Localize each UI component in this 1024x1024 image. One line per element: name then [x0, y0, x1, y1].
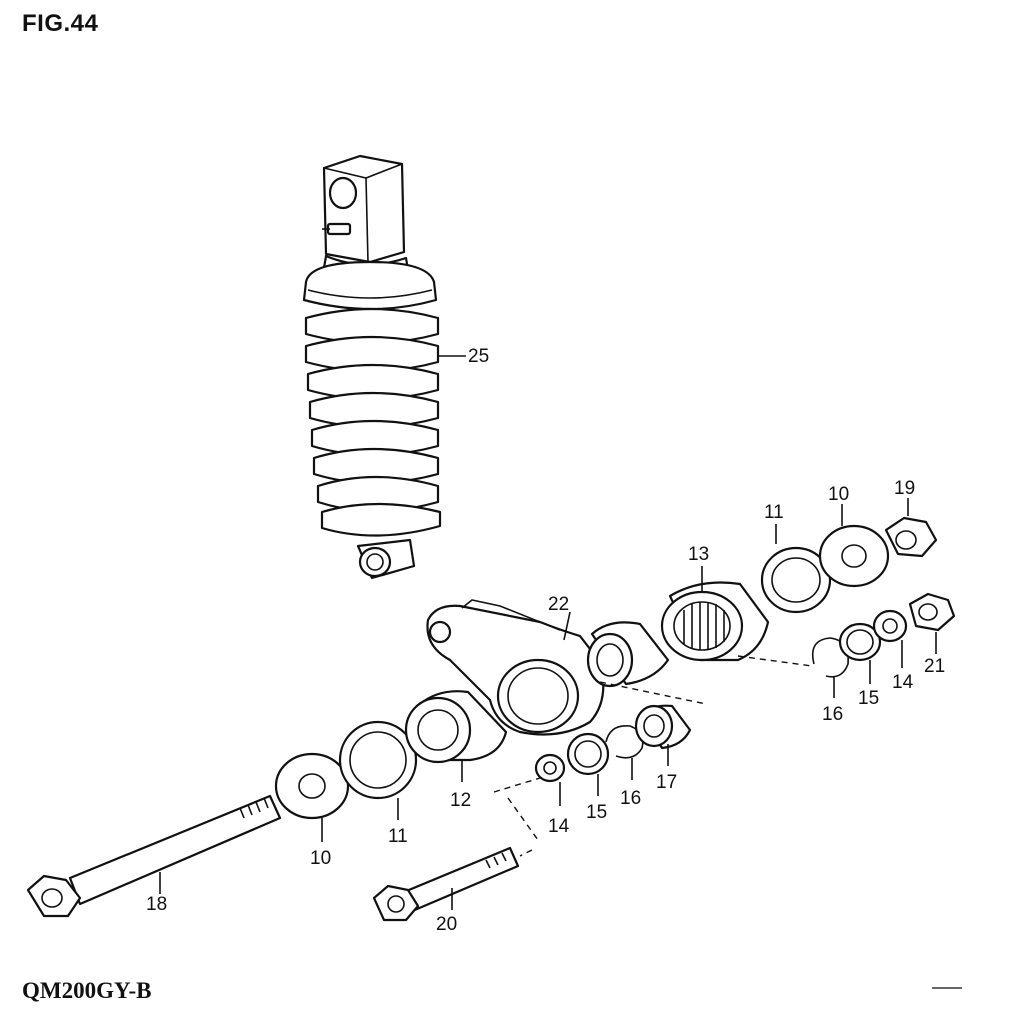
callout-20: 20 [436, 914, 457, 935]
part-18-long-bolt [26, 794, 282, 918]
part-17-bearing [634, 704, 692, 766]
callout-15-right: 15 [858, 688, 879, 709]
part-22-linkage-arm [426, 599, 605, 736]
callout-17: 17 [656, 772, 677, 793]
part-15-seal-right [838, 622, 882, 684]
part-11-oil-seal-lower [338, 720, 418, 820]
part-10-washer-upper [818, 504, 890, 588]
model-code: QM200GY-B [22, 978, 152, 1003]
part-10-washer-lower [274, 752, 350, 842]
callout-10-lower: 10 [310, 848, 331, 869]
assembly-center-lines [493, 655, 813, 857]
callout-12: 12 [450, 790, 471, 811]
callout-14-right: 14 [892, 672, 914, 693]
callout-10-upper: 10 [828, 484, 849, 505]
part-21-nut [908, 592, 956, 654]
part-11-oil-seal-upper [760, 524, 832, 614]
callout-14-lower: 14 [548, 816, 570, 837]
part-13-needle-bearing [660, 566, 770, 662]
callout-19: 19 [894, 478, 915, 499]
callout-16-lower: 16 [620, 788, 641, 809]
callout-11-upper: 11 [764, 502, 784, 523]
callout-21: 21 [924, 656, 945, 677]
callout-18: 18 [146, 894, 167, 915]
callout-13: 13 [688, 544, 709, 565]
part-12-spacer-bushing [404, 690, 508, 782]
page-mark [932, 987, 962, 989]
callout-16-right: 16 [822, 704, 843, 725]
part-14-collar-lower [534, 753, 566, 806]
part-19-flange-nut [884, 498, 938, 558]
part-25-rear-shock-absorber [302, 154, 466, 580]
part-15-seal-lower [566, 732, 610, 796]
figure-title: FIG.44 [22, 10, 99, 37]
callout-15-lower: 15 [586, 802, 607, 823]
callout-25: 25 [468, 346, 489, 367]
part-20-short-bolt [372, 846, 520, 922]
part-14-collar-right [872, 609, 908, 668]
callout-11-lower: 11 [388, 826, 408, 847]
callout-22: 22 [548, 594, 569, 615]
part-bushing-center [586, 621, 670, 688]
